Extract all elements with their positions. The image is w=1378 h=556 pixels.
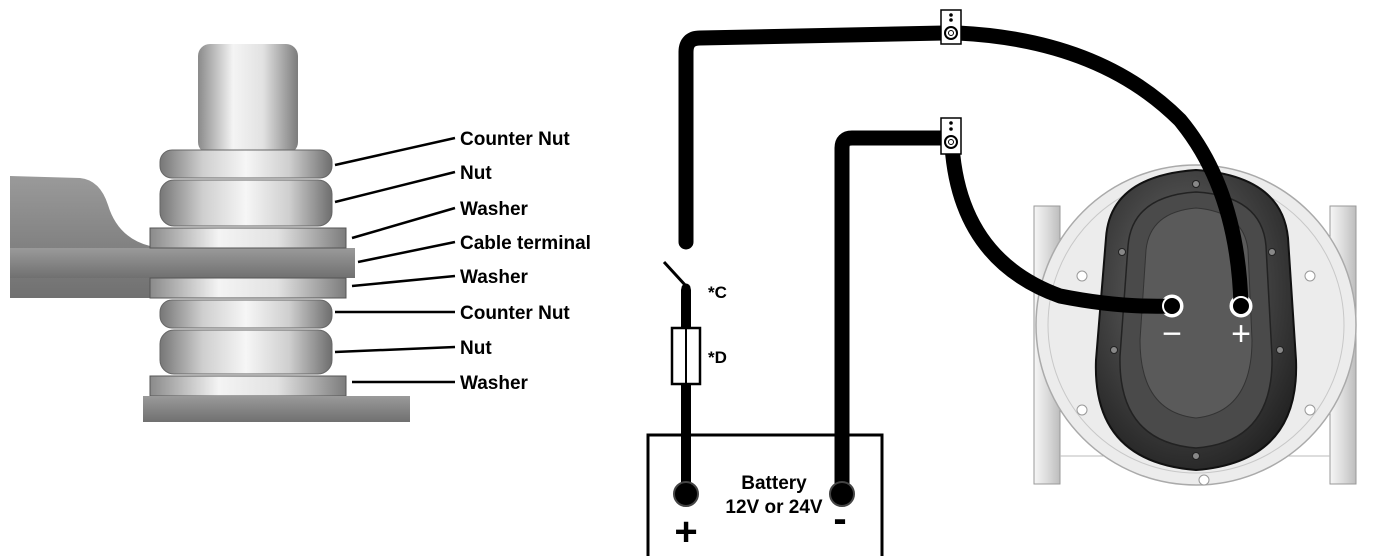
washer-1: [149, 227, 347, 249]
counter-nut-top: [159, 149, 333, 179]
label-counter-nut-top: Counter Nut: [460, 129, 570, 150]
bolt-shaft: [198, 44, 298, 154]
cover-screws: [1110, 180, 1284, 460]
label-counter-nut-bottom: Counter Nut: [460, 303, 570, 324]
cable-negative-motor: [944, 138, 1180, 314]
leader-lines: [334, 136, 456, 384]
switch-c: [662, 260, 691, 293]
label-washer-2: Washer: [460, 267, 529, 288]
battery-minus-sign: -: [833, 497, 846, 541]
counter-nut-bottom: [159, 299, 333, 329]
flange-holes: [1076, 270, 1316, 486]
fuse-label: *D: [708, 348, 727, 367]
washer-2: [149, 277, 347, 299]
motor-minus-symbol: −: [1162, 315, 1182, 353]
mounting-bracket: [10, 176, 150, 298]
battery-voltage-label: 12V or 24V: [725, 497, 822, 518]
label-cable-terminal: Cable terminal: [460, 233, 591, 254]
nut-top: [159, 179, 333, 227]
cable-negative-upper: [834, 130, 952, 502]
battery-label: Battery: [741, 473, 807, 494]
ring-connector-negative: [940, 117, 962, 155]
label-washer-1: Washer: [460, 199, 529, 220]
switch-label: *C: [708, 283, 727, 302]
base-plate: [143, 396, 410, 422]
ring-connector-positive: [940, 9, 962, 45]
label-nut-bottom: Nut: [460, 338, 492, 359]
motor-plus-symbol: +: [1231, 315, 1251, 353]
battery-terminal-minus: [829, 481, 855, 507]
battery-terminal-plus: [673, 481, 699, 507]
cables: [678, 25, 1249, 502]
bolt-stack-drawing: [10, 44, 410, 422]
washer-3: [149, 375, 347, 397]
nut-bottom: [159, 329, 333, 375]
cable-terminal-plate: [10, 248, 355, 278]
cable-positive-motor: [950, 25, 1249, 314]
label-washer-3: Washer: [460, 373, 529, 394]
cable-positive-upper: [678, 25, 952, 250]
battery-plus-sign: +: [674, 510, 697, 554]
label-nut-top: Nut: [460, 163, 492, 184]
motor-housing: − +: [1033, 164, 1357, 486]
